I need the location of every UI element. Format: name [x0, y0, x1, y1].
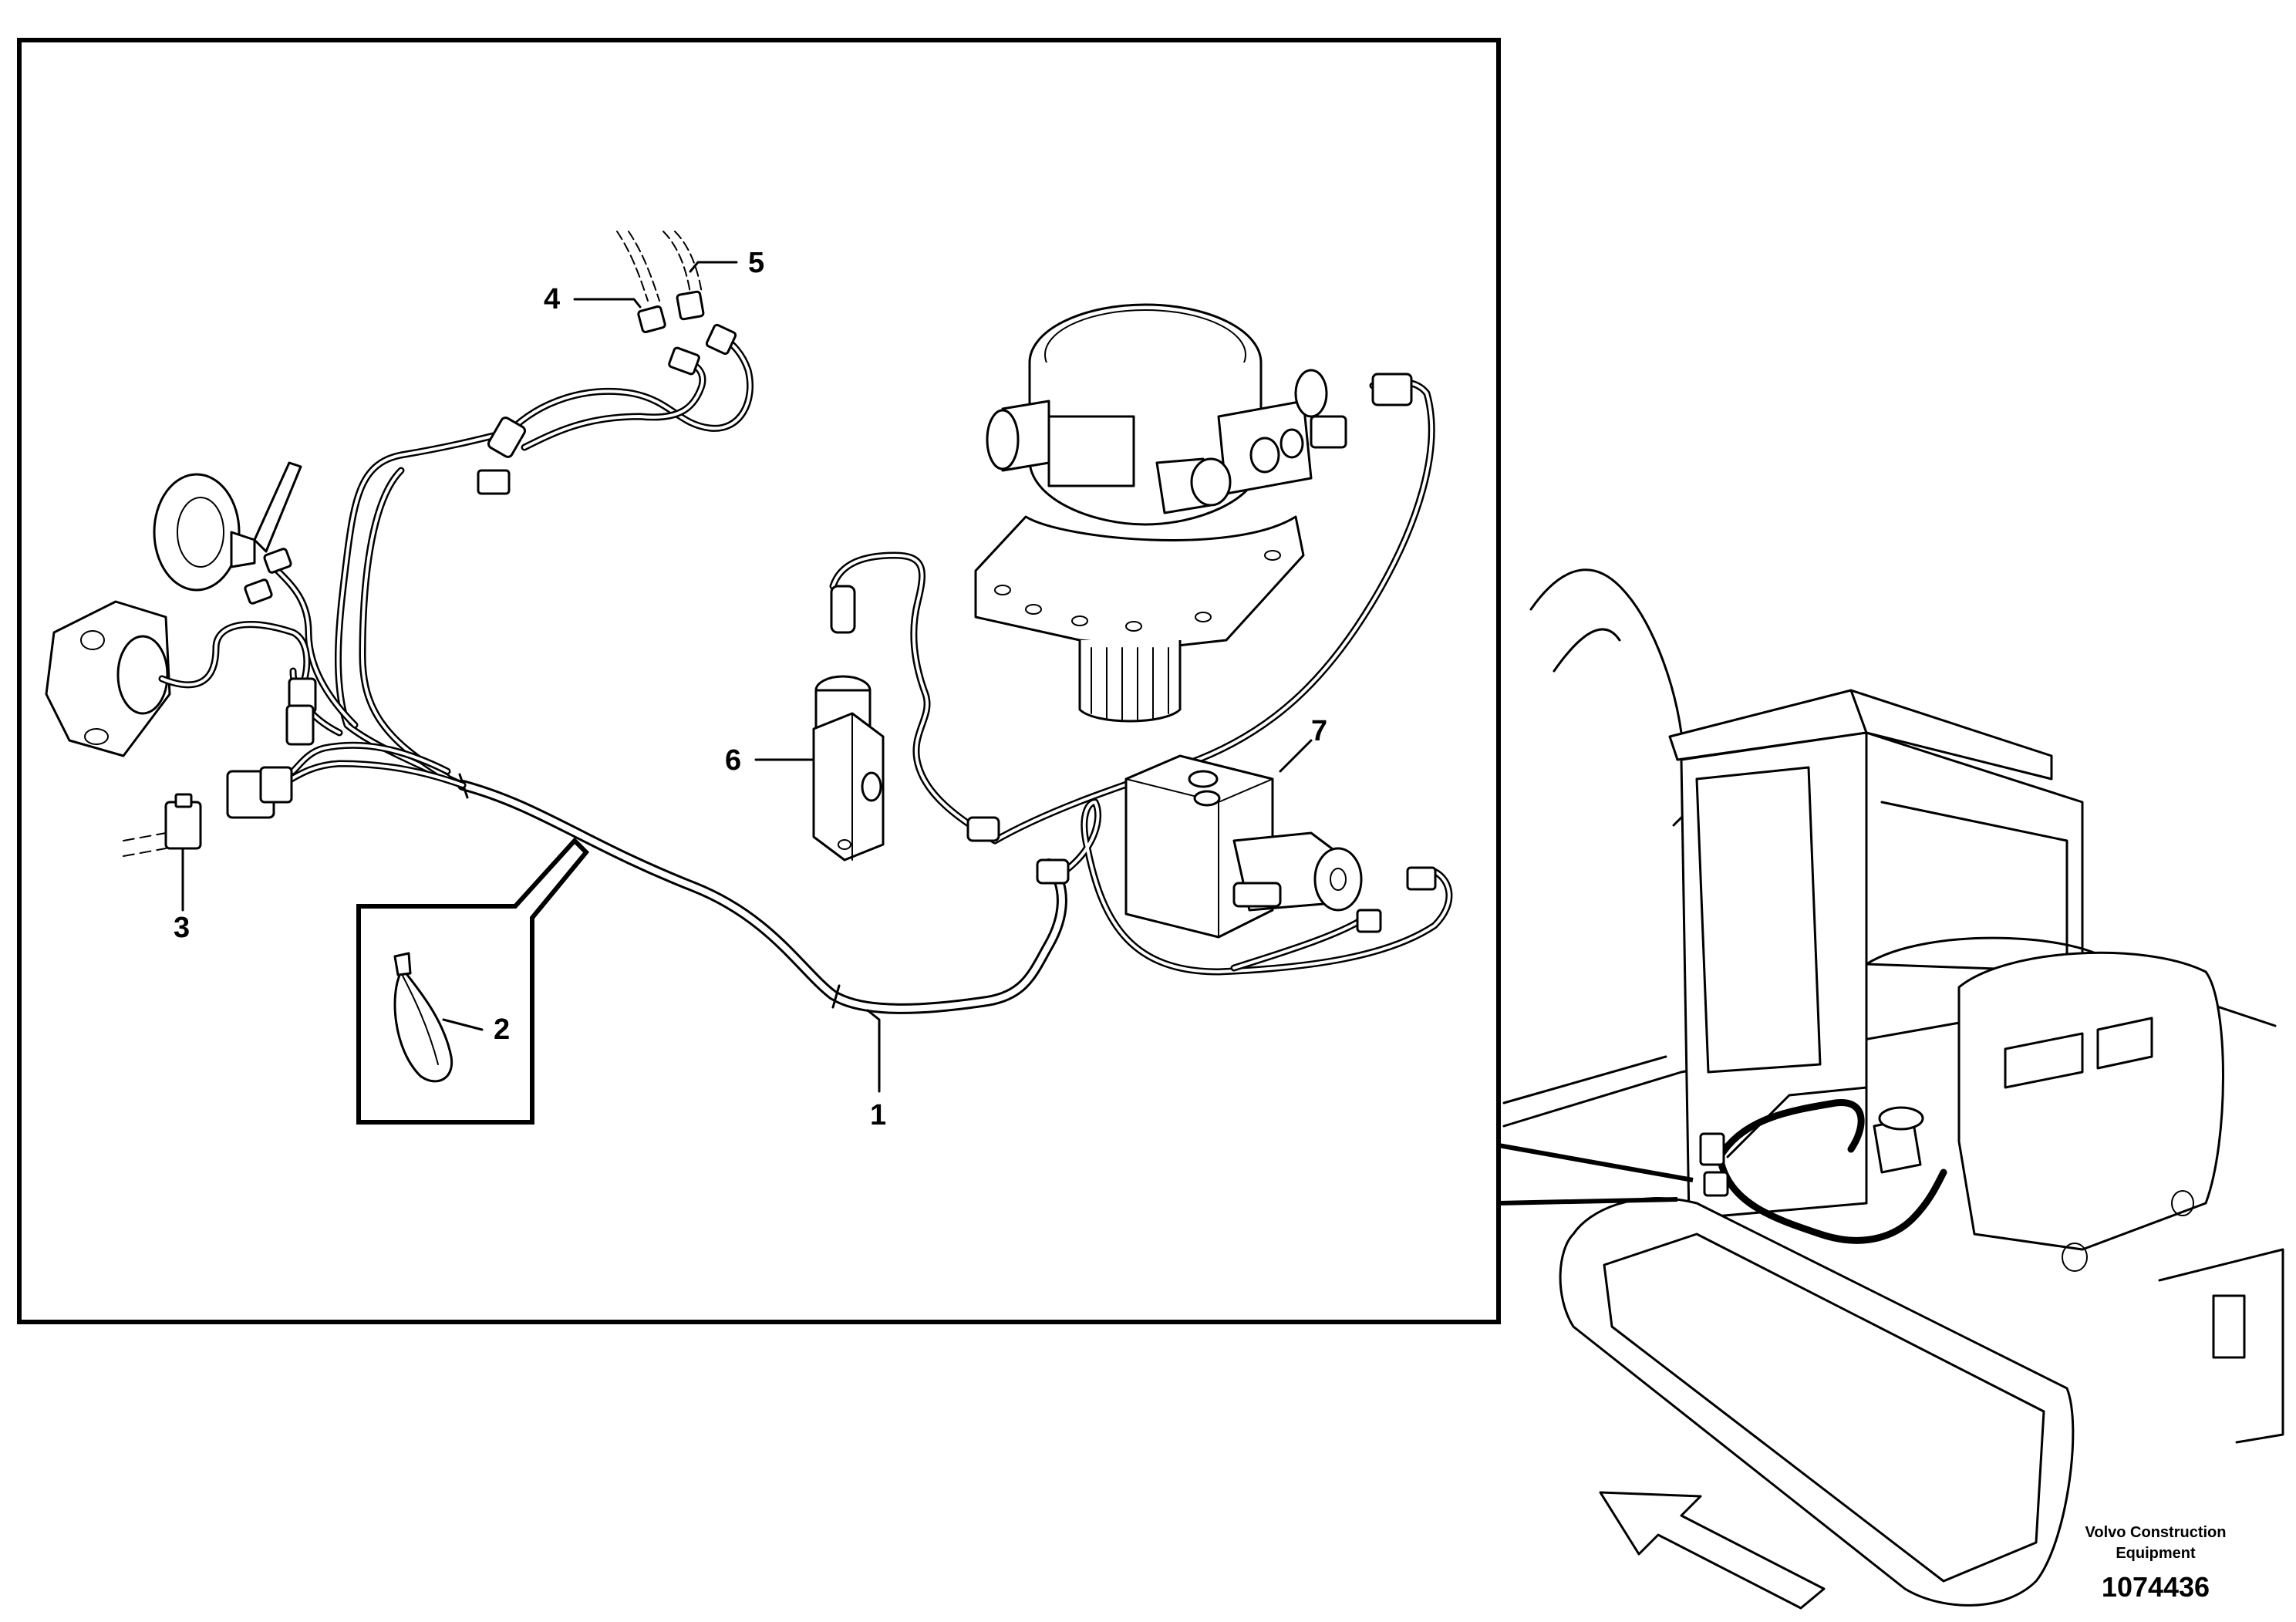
callout-leaders [181, 261, 1313, 1093]
callout-6: 6 [725, 744, 741, 777]
callout-5: 5 [748, 247, 764, 279]
callout-1: 1 [870, 1099, 886, 1131]
valve-7 [1124, 754, 1437, 939]
excavator-overview [1502, 568, 2284, 1607]
swing-motor [974, 303, 1413, 723]
callout-3: 3 [174, 912, 190, 944]
cable-tie-inset [356, 837, 590, 1125]
horn-component [153, 461, 302, 605]
callout-7: 7 [1311, 715, 1327, 747]
detail-frame [17, 38, 1501, 1324]
callout-2: 2 [494, 1013, 510, 1046]
sensor-component [45, 600, 317, 757]
connector-3 [123, 766, 293, 857]
drawing-number: 1074436 [2102, 1571, 2210, 1603]
direction-arrow [1599, 1491, 1826, 1610]
solenoid-valve-6 [812, 585, 885, 862]
callout-4: 4 [544, 283, 560, 315]
zoom-leader [1498, 1143, 1694, 1206]
brand-line-1: Volvo Construction [2085, 1524, 2227, 1541]
connectors-4-5 [477, 231, 737, 495]
brand-line-2: Equipment [2116, 1545, 2196, 1562]
wiring-harness [274, 328, 1453, 1014]
